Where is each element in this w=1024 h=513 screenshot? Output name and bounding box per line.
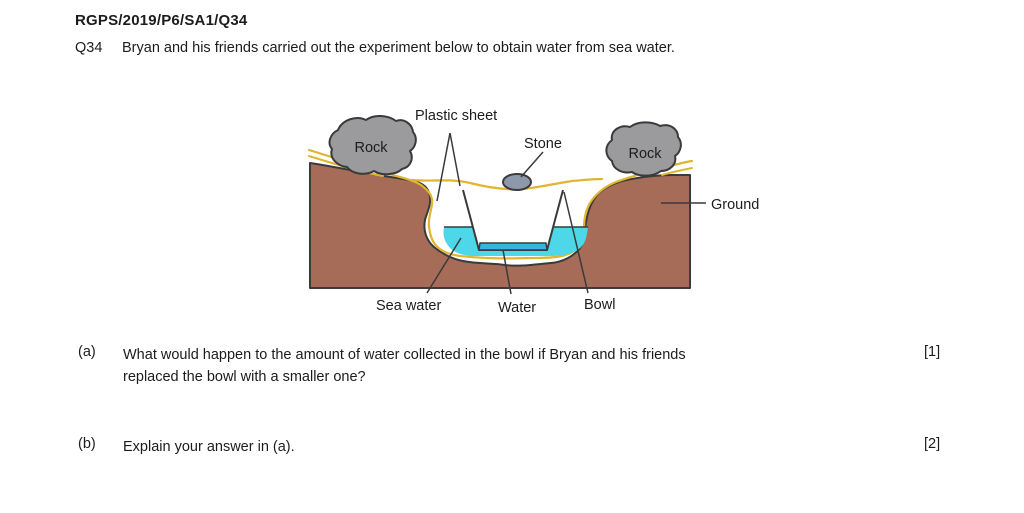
bowl-label: Bowl xyxy=(584,297,615,313)
part-a-line-2: replaced the bowl with a smaller one? xyxy=(123,369,366,385)
water-leader-line xyxy=(502,249,512,295)
rock-right-shape xyxy=(605,121,682,177)
question-text: Bryan and his friends carried out the ex… xyxy=(122,40,675,56)
part-a-label: (a) xyxy=(78,344,96,360)
part-b-line-1: Explain your answer in (a). xyxy=(123,439,295,455)
stone-shape xyxy=(502,173,532,191)
question-number: Q34 xyxy=(75,40,103,56)
plastic-sheet-leader-line xyxy=(436,132,461,202)
water-label: Water xyxy=(498,300,536,316)
part-a-line-1: What would happen to the amount of water… xyxy=(123,347,686,363)
plastic-sheet-lining xyxy=(307,148,694,260)
part-a-marks: [1] xyxy=(924,344,941,360)
question-intro: Q34 Bryan and his friends carried out th… xyxy=(75,40,675,56)
bowl-shape xyxy=(462,189,564,251)
ground-label: Ground xyxy=(711,197,759,213)
sea-water-leader-line xyxy=(426,237,462,294)
question-part-b: (b) Explain your answer in (a). xyxy=(78,436,295,458)
stone-leader-line xyxy=(520,151,544,178)
sea-water-label: Sea water xyxy=(376,298,441,314)
part-a-text: What would happen to the amount of water… xyxy=(123,344,686,388)
stone-label: Stone xyxy=(524,136,562,152)
question-part-a: (a) What would happen to the amount of w… xyxy=(78,344,686,388)
rock-left-shape xyxy=(328,115,417,176)
plastic-sheet-edge-right xyxy=(661,167,693,176)
part-b-label: (b) xyxy=(78,436,96,452)
part-b-marks: [2] xyxy=(924,436,941,452)
part-b-text: Explain your answer in (a). xyxy=(123,436,295,458)
rock-right-label: Rock xyxy=(628,146,662,162)
plastic-sheet-label: Plastic sheet xyxy=(415,108,497,124)
bowl-leader-line xyxy=(563,191,589,294)
rock-left-label: Rock xyxy=(354,140,388,156)
page-title: RGPS/2019/P6/SA1/Q34 xyxy=(75,12,248,29)
bowl-water-shape xyxy=(478,242,548,251)
